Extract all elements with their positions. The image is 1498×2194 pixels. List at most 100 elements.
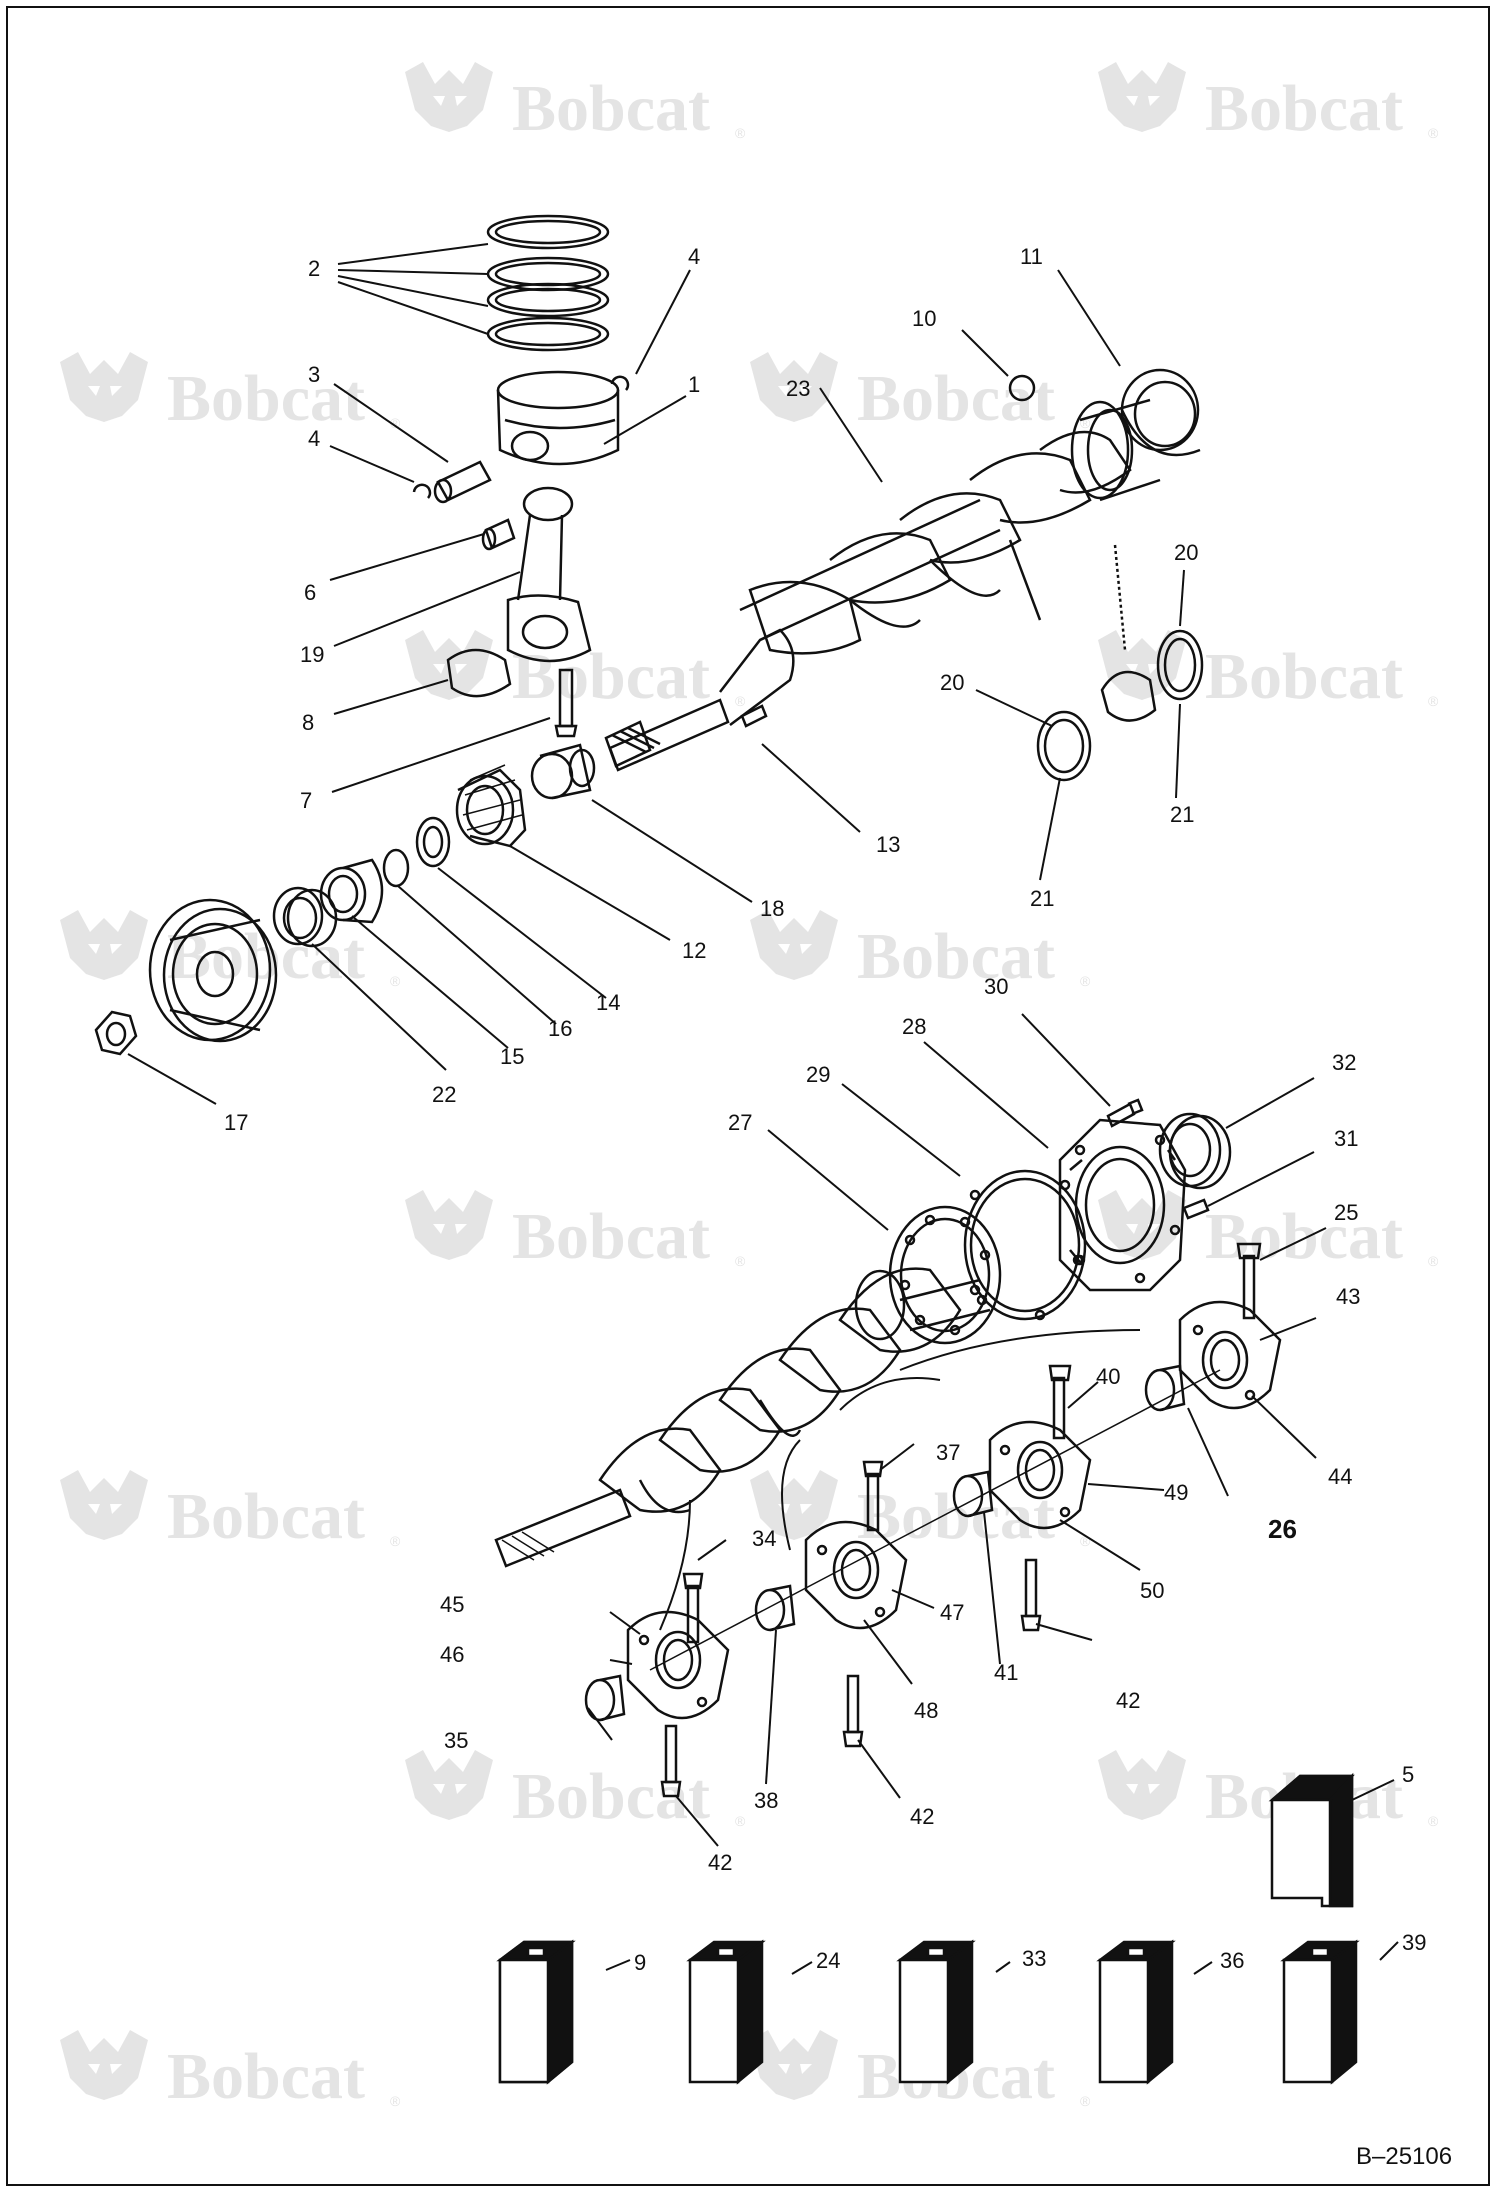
pulley-nut: [94, 1010, 138, 1056]
svg-text:®: ®: [1080, 973, 1091, 989]
main-bearing-rear: [1144, 1364, 1186, 1412]
piston-pin: [433, 460, 492, 504]
connecting-rod: [506, 486, 592, 663]
callout-44: 44: [1328, 1464, 1352, 1489]
callout-25: 25: [1334, 1200, 1358, 1225]
svg-text:®: ®: [1428, 1813, 1439, 1829]
svg-text:Bobcat: Bobcat: [167, 920, 365, 993]
bearing-kit-9: [496, 1939, 576, 2085]
watermark: Bobcat ®: [405, 1190, 746, 1273]
bearing-kit-33: [896, 1939, 976, 2085]
spacer: [415, 816, 451, 868]
watermark: Bobcat®: [1098, 630, 1439, 713]
thrust-bearing: [584, 1674, 626, 1722]
leader-lines: [127, 243, 1399, 1975]
holder-bolt-lower-left: [660, 1724, 682, 1798]
svg-text:®: ®: [735, 1813, 746, 1829]
callout-35: 35: [444, 1728, 468, 1753]
holder-bolt-37: [862, 1460, 884, 1532]
lower-assembly: [494, 1098, 1282, 1798]
holder-bolt-lower-right: [1020, 1558, 1042, 1632]
callout-1: 1: [688, 372, 700, 397]
svg-text:®: ®: [390, 1533, 401, 1549]
watermark: Bobcat ®: [750, 910, 1091, 993]
callout-42-left: 42: [708, 1850, 732, 1875]
svg-text:®: ®: [735, 693, 746, 709]
crankshaft-spline: [604, 720, 661, 768]
woodruff-key: [740, 704, 768, 728]
callout-32: 32: [1332, 1050, 1356, 1075]
rear-bearing: [1120, 368, 1201, 457]
svg-text:®: ®: [1428, 125, 1439, 141]
crank-pulley: [148, 898, 278, 1043]
rod-bolt: [554, 668, 578, 738]
callout-48: 48: [914, 1698, 938, 1723]
upper-assembly: [94, 214, 1204, 1056]
bearing-kit-39: [1280, 1939, 1360, 2085]
figure-reference: B–25106: [1356, 2143, 1452, 2170]
watermark: Bobcat®: [1098, 1190, 1439, 1273]
bearing-holder-end: [626, 1610, 730, 1720]
callout-12: 12: [682, 938, 706, 963]
svg-text:Bobcat: Bobcat: [512, 1760, 710, 1833]
crankshaft-lower: [494, 1267, 991, 1568]
callout-5: 5: [1402, 1762, 1414, 1787]
callout-labels: 2 4 1 3 4 6 19 8 7 23 10 11 20 20 21 21 …: [224, 244, 1426, 1975]
callout-2: 2: [308, 256, 320, 281]
svg-text:Bobcat: Bobcat: [1205, 1200, 1403, 1273]
callout-34: 34: [752, 1526, 776, 1551]
callout-40: 40: [1096, 1364, 1120, 1389]
callout-20-right: 20: [1174, 540, 1198, 565]
callout-39: 39: [1402, 1930, 1426, 1955]
svg-text:Bobcat: Bobcat: [857, 920, 1055, 993]
callout-42-right: 42: [1116, 1688, 1140, 1713]
callout-38: 38: [754, 1788, 778, 1813]
callout-28: 28: [902, 1014, 926, 1039]
callout-16: 16: [548, 1016, 572, 1041]
snap-ring-left: [412, 483, 432, 499]
svg-text:®: ®: [1428, 693, 1439, 709]
callout-21-right: 21: [1170, 802, 1194, 827]
bearing-cap-bolt: [1236, 1242, 1262, 1320]
svg-text:Bobcat: Bobcat: [512, 1200, 710, 1273]
gasket: [888, 1205, 1002, 1345]
callout-42-middle: 42: [910, 1804, 934, 1829]
watermark: Bobcat ®: [60, 1470, 401, 1553]
callout-29: 29: [806, 1062, 830, 1087]
callout-41: 41: [994, 1660, 1018, 1685]
svg-text:Bobcat: Bobcat: [167, 362, 365, 435]
small-end-bushing: [481, 518, 516, 551]
callout-18: 18: [760, 896, 784, 921]
bearing-kit-24: [686, 1939, 766, 2085]
svg-text:Bobcat: Bobcat: [167, 1480, 365, 1553]
callout-20-left: 20: [940, 670, 964, 695]
svg-text:®: ®: [735, 1253, 746, 1269]
bearing-holder-rear: [1178, 1300, 1282, 1410]
thrust-bearing-set: [1036, 544, 1204, 782]
watermark: Bobcat®: [1098, 62, 1439, 145]
svg-text:®: ®: [390, 2093, 401, 2109]
housing-bolt: [1106, 1098, 1144, 1128]
bearing-kit-36: [1096, 1939, 1176, 2085]
callout-45: 45: [440, 1592, 464, 1617]
collar: [319, 858, 384, 924]
bearing-kit-5: [1268, 1772, 1355, 1908]
seal-bolt: [1182, 1198, 1210, 1220]
callout-9: 9: [634, 1950, 646, 1975]
svg-text:Bobcat: Bobcat: [857, 362, 1055, 435]
callout-3: 3: [308, 362, 320, 387]
holder-bolt-lower-middle: [842, 1674, 864, 1748]
callout-6: 6: [304, 580, 316, 605]
callout-7: 7: [300, 788, 312, 813]
diagram-frame: [6, 6, 1490, 2186]
callout-33: 33: [1022, 1946, 1046, 1971]
callout-23: 23: [786, 376, 810, 401]
callout-19: 19: [300, 642, 324, 667]
front-seal: [272, 886, 338, 948]
callout-10: 10: [912, 306, 936, 331]
svg-text:Bobcat: Bobcat: [167, 2040, 365, 2113]
rod-bearing: [446, 648, 512, 698]
svg-text:Bobcat: Bobcat: [512, 640, 710, 713]
svg-text:Bobcat: Bobcat: [857, 1480, 1055, 1553]
